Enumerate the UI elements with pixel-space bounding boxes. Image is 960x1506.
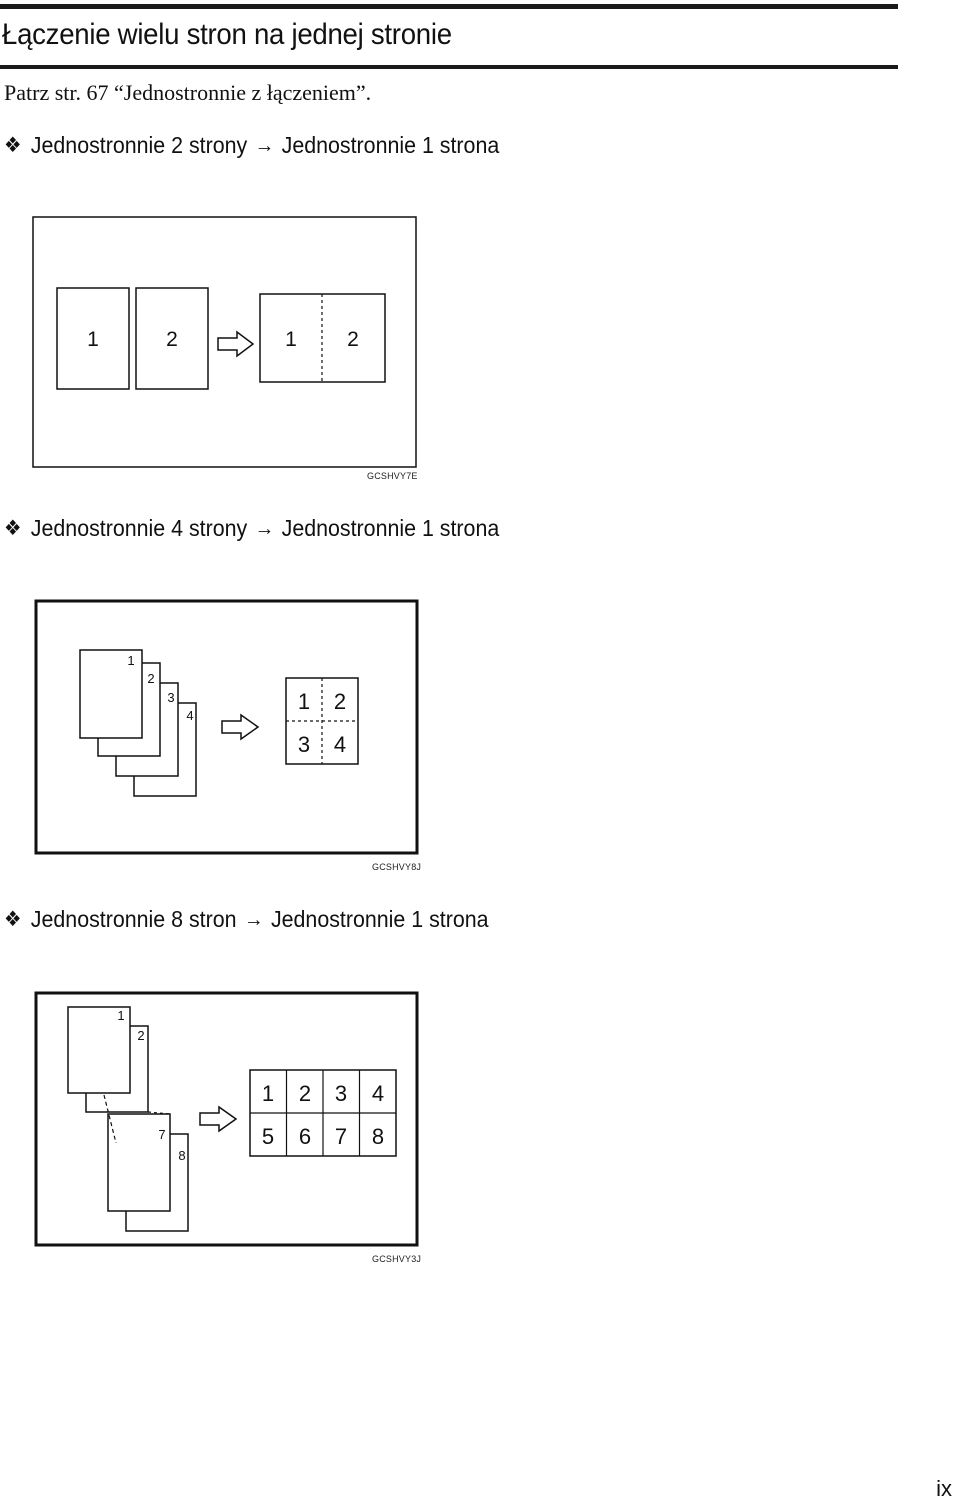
arrow-right-icon: → [254,133,275,157]
result-page-number: 4 [372,1081,384,1106]
section-to: Jednostronnie 1 strona [270,906,489,932]
section-to: Jednostronnie 1 strona [281,515,500,541]
source-page-number: 1 [87,328,99,351]
result-page-number: 2 [334,689,346,714]
title-rule [0,65,898,69]
section-from: Jednostronnie 4 strony [30,515,248,541]
section-heading-4-to-1: ❖ Jednostronnie 4 strony → Jednostronnie… [4,515,499,542]
source-page-number: 2 [166,328,178,351]
source-page-number: 2 [147,671,154,686]
figure-2-to-1: 1 2 1 2 [32,216,418,470]
result-page-number: 5 [262,1124,274,1149]
result-page-number: 3 [335,1081,347,1106]
section-from: Jednostronnie 8 stron [30,906,237,932]
result-page-number: 1 [285,328,297,351]
result-page-number: 2 [299,1081,311,1106]
section-from: Jednostronnie 2 strony [30,132,248,158]
result-page-number: 2 [347,328,359,351]
result-page-number: 1 [298,689,310,714]
source-page-number: 3 [167,690,174,705]
source-page [56,287,130,390]
arrow-right-icon: → [243,907,264,931]
source-page-number: 2 [137,1028,144,1043]
hollow-arrow-icon [217,330,255,358]
result-page-number: 1 [262,1081,274,1106]
diamond-bullet-icon: ❖ [4,908,22,931]
hollow-arrow-icon [199,1105,238,1133]
section-to: Jednostronnie 1 strona [281,132,500,158]
figure-4-to-1: 1 2 3 4 1 2 3 4 [34,599,420,857]
result-page-number: 6 [299,1124,311,1149]
source-page-number: 7 [158,1127,165,1142]
result-page-number: 7 [335,1124,347,1149]
diamond-bullet-icon: ❖ [4,517,22,540]
figure-code: GCSHVY3J [372,1254,422,1264]
source-page [135,287,209,390]
hollow-arrow-icon [221,713,260,741]
figure-code: GCSHVY8J [372,862,422,872]
diamond-bullet-icon: ❖ [4,134,22,157]
section-heading-2-to-1: ❖ Jednostronnie 2 strony → Jednostronnie… [4,132,499,159]
source-page-number: 4 [186,708,193,723]
arrow-right-icon: → [254,516,275,540]
source-page-number: 1 [117,1008,124,1023]
figure-code: GCSHVY7E [367,471,418,481]
source-page-number: 1 [127,653,134,668]
result-page-number: 8 [372,1124,384,1149]
intro-text: Patrz str. 67 “Jednostronnie z łączeniem… [4,80,372,105]
page-title: Łączenie wielu stron na jednej stronie [2,18,452,51]
top-rule [0,4,898,9]
result-page-number: 3 [298,732,310,757]
result-page-number: 4 [334,732,346,757]
source-page-number: 8 [178,1148,185,1163]
figure-8-to-1: 1 2 7 8 1 2 3 4 5 6 7 8 [34,991,420,1249]
page-number: ix [936,1476,952,1501]
section-heading-8-to-1: ❖ Jednostronnie 8 stron → Jednostronnie … [4,906,489,933]
